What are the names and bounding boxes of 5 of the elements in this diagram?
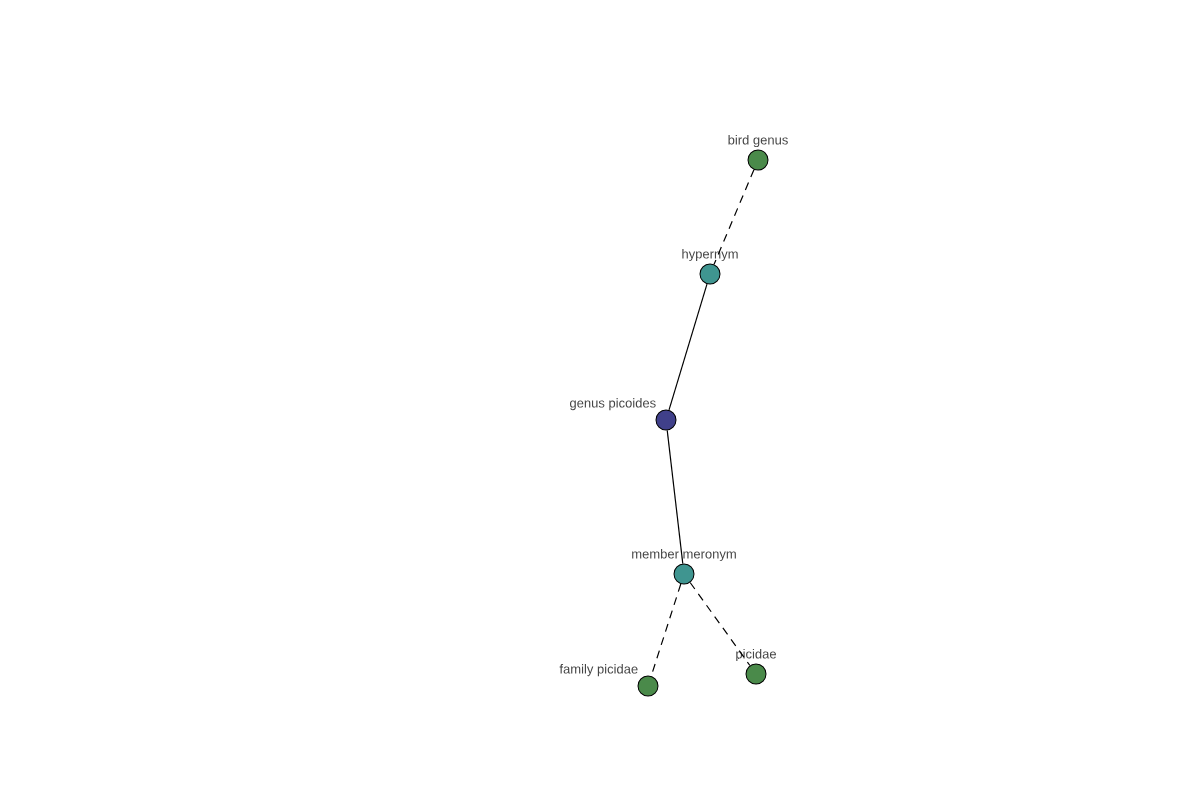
connector-line <box>689 581 751 667</box>
connector-line <box>650 583 682 677</box>
connector-line <box>666 429 684 565</box>
connector-line <box>668 283 708 411</box>
connector-line <box>713 169 755 265</box>
